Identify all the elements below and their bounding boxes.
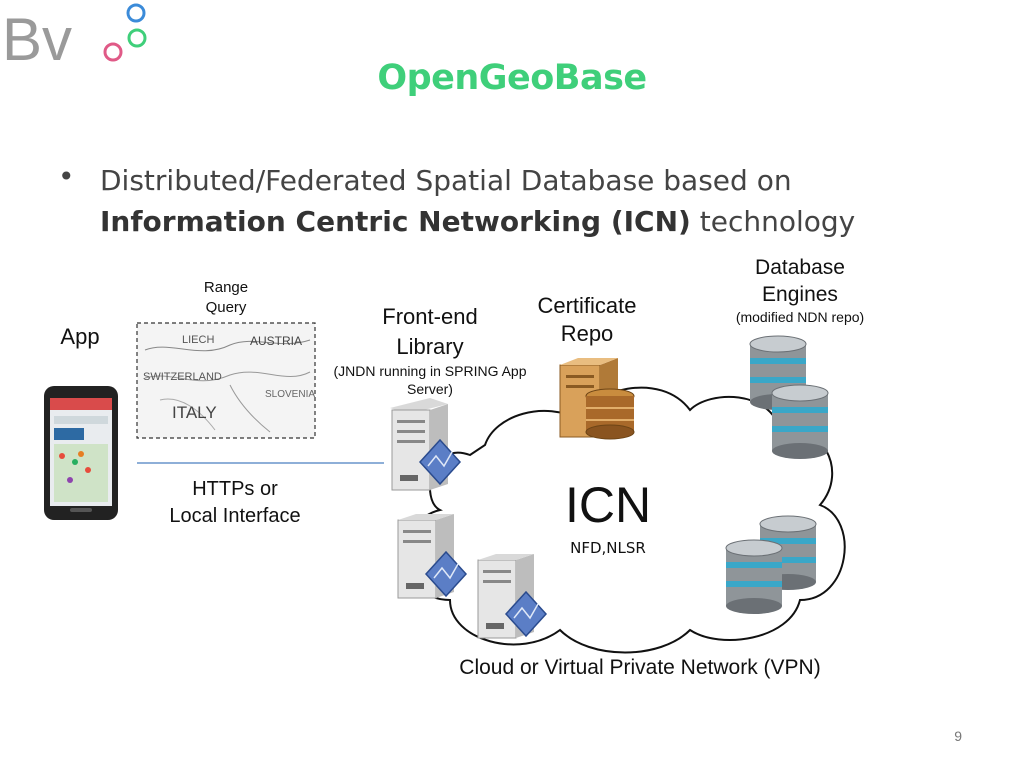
icn-subtitle: NFD,NLSR bbox=[570, 539, 646, 557]
logo-text: Bv bbox=[2, 6, 72, 73]
frontend-label: Front-end Library (JNDN running in SPRIN… bbox=[330, 302, 530, 398]
logo-circle-green bbox=[127, 28, 147, 48]
bullet-marker: • bbox=[58, 160, 75, 193]
frontend-note-line-1: (JNDN running in SPRING App bbox=[333, 363, 527, 379]
app-label: App bbox=[60, 324, 100, 349]
bv-logo: Bv bbox=[2, 3, 147, 73]
connection-label-line-2: Local Interface bbox=[169, 505, 301, 527]
bullet-emphasis: Information Centric Networking (ICN) bbox=[100, 205, 691, 238]
frontend-server-icon bbox=[390, 398, 462, 491]
icn-title: ICN bbox=[564, 477, 652, 533]
bullet-prefix: Distributed/Federated Spatial Database b… bbox=[100, 164, 792, 197]
map-label-switzerland: SWITZERLAND bbox=[143, 371, 222, 383]
logo-circle-pink bbox=[103, 42, 123, 62]
range-query-label: Range Query bbox=[186, 278, 266, 318]
slide-title: OpenGeoBase bbox=[377, 58, 647, 98]
certificate-line-2: Repo bbox=[560, 321, 614, 346]
cloud-label: Cloud or Virtual Private Network (VPN) bbox=[459, 656, 821, 679]
database-title-line-1: Database bbox=[755, 256, 845, 279]
range-query-line-1: Range bbox=[203, 279, 249, 296]
map-label-liech: LIECH bbox=[182, 334, 214, 346]
map-label-slovenia: SLOVENIA bbox=[265, 389, 315, 400]
logo-circle-blue bbox=[126, 3, 146, 23]
map-image: LIECH AUSTRIA SWITZERLAND SLOVENIA ITALY bbox=[136, 322, 316, 439]
connection-label-line-1: HTTPs or bbox=[192, 478, 278, 500]
phone-icon bbox=[44, 386, 118, 520]
certificate-repo-label: Certificate Repo bbox=[517, 292, 657, 348]
page-number: 9 bbox=[954, 728, 962, 744]
server-icon-middle bbox=[477, 554, 548, 639]
certificate-repo-icon bbox=[559, 358, 635, 440]
database-note: (modified NDN repo) bbox=[735, 309, 865, 325]
database-stack-icon-2 bbox=[771, 384, 829, 459]
connection-label: HTTPs or Local Interface bbox=[140, 476, 330, 530]
frontend-note-line-2: Server) bbox=[407, 381, 453, 397]
database-engines-label: Database Engines (modified NDN repo) bbox=[720, 254, 880, 326]
database-stack-icon-4 bbox=[725, 539, 783, 614]
map-label-italy: ITALY bbox=[172, 403, 217, 422]
map-label-austria: AUSTRIA bbox=[250, 334, 302, 348]
frontend-title-line-2: Library bbox=[396, 334, 464, 359]
server-icon-left bbox=[397, 514, 468, 599]
bullet-suffix: technology bbox=[699, 205, 856, 238]
frontend-title-line-1: Front-end bbox=[382, 304, 478, 329]
bullet-text: Distributed/Federated Spatial Database b… bbox=[100, 160, 980, 242]
database-title-line-2: Engines bbox=[762, 283, 838, 306]
certificate-line-1: Certificate bbox=[537, 293, 637, 318]
range-query-line-2: Query bbox=[205, 299, 247, 316]
